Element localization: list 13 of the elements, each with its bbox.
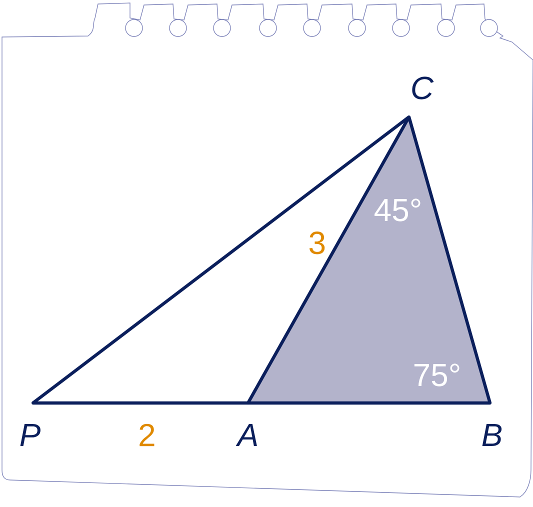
vertex-label: C — [412, 76, 434, 100]
vertex-label: A — [236, 424, 257, 446]
edge-label: 2 — [136, 422, 158, 448]
triangle-side — [246, 401, 492, 405]
triangle-side — [32, 116, 410, 404]
angle-label: 45° — [374, 198, 420, 222]
vertex-label: B — [482, 424, 502, 446]
triangle-side — [407, 116, 492, 404]
triangle-side — [246, 116, 410, 404]
angle-label: 75° — [414, 364, 460, 386]
edge-label: 3 — [306, 230, 328, 256]
triangle-side — [32, 401, 250, 405]
vertex-label: P — [20, 424, 40, 446]
